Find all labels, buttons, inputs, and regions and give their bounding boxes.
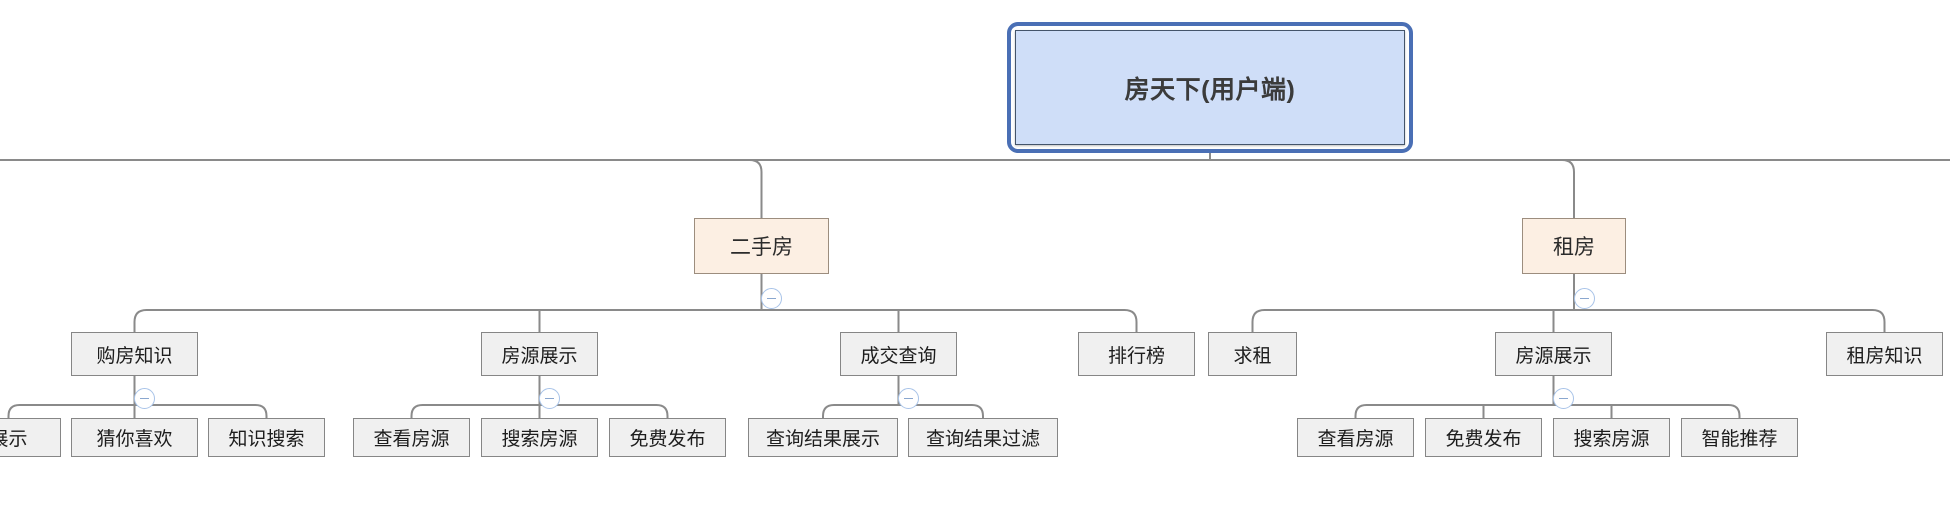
minus-circle-icon[interactable]	[1574, 288, 1595, 309]
connector	[1872, 309, 1886, 332]
minus-circle-icon[interactable]	[761, 288, 782, 309]
connector	[1354, 404, 1367, 418]
minus-circle-icon[interactable]	[898, 388, 919, 409]
leaf-node[interactable]: 查询结果展示	[748, 418, 898, 457]
category-node[interactable]: 房源展示	[481, 332, 598, 376]
connector	[822, 404, 835, 418]
leaf-node[interactable]: 搜索房源	[481, 418, 598, 457]
connector	[1251, 309, 1265, 332]
connector	[971, 404, 984, 418]
connector	[656, 404, 669, 418]
branch-node[interactable]: 二手房	[694, 218, 829, 274]
root-node[interactable]: 房天下(用户端)	[1015, 30, 1405, 145]
category-node[interactable]: 求租	[1208, 332, 1297, 376]
leaf-node[interactable]: 知识搜索	[208, 418, 325, 457]
connector	[133, 309, 147, 332]
connector	[410, 404, 423, 418]
connector	[255, 404, 268, 418]
connector	[1124, 309, 1138, 332]
leaf-node[interactable]: 查看房源	[353, 418, 470, 457]
leaf-node[interactable]: 免费发布	[1425, 418, 1542, 457]
connector	[1561, 159, 1575, 218]
category-node[interactable]: 排行榜	[1078, 332, 1195, 376]
leaf-node[interactable]: 智能推荐	[1681, 418, 1798, 457]
minus-circle-icon[interactable]	[539, 388, 560, 409]
connector	[7, 404, 20, 418]
connector	[749, 159, 763, 218]
leaf-node[interactable]: 免费发布	[609, 418, 726, 457]
leaf-node[interactable]: 猜你喜欢	[71, 418, 198, 457]
minus-circle-icon[interactable]	[134, 388, 155, 409]
branch-node[interactable]: 租房	[1522, 218, 1626, 274]
category-node[interactable]: 租房知识	[1826, 332, 1943, 376]
connector	[1728, 404, 1741, 418]
leaf-node[interactable]: 展示	[0, 418, 61, 457]
minus-circle-icon[interactable]	[1553, 388, 1574, 409]
category-node[interactable]: 成交查询	[840, 332, 957, 376]
leaf-node[interactable]: 查看房源	[1297, 418, 1414, 457]
category-node[interactable]: 房源展示	[1495, 332, 1612, 376]
category-node[interactable]: 购房知识	[71, 332, 198, 376]
leaf-node[interactable]: 搜索房源	[1553, 418, 1670, 457]
leaf-node[interactable]: 查询结果过滤	[908, 418, 1058, 457]
